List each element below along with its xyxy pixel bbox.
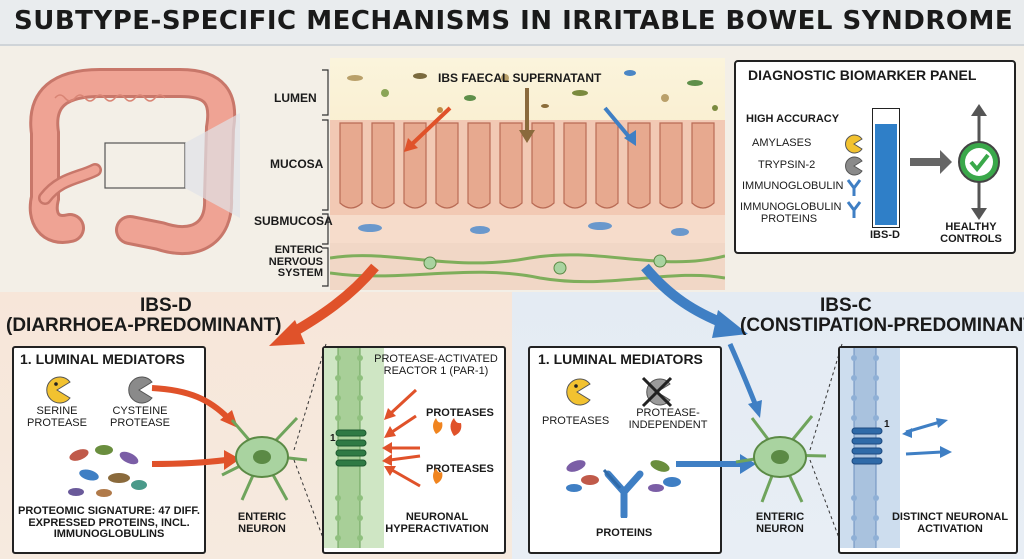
ibs-c-membrane [840, 348, 900, 548]
ibs-d-proteases-label-2: PROTEASES [426, 463, 494, 475]
ibs-d-bar [875, 124, 897, 225]
distinct-activation-label: DISTINCT NEURONAL ACTIVATION [891, 511, 1009, 535]
neuronal-hyperactivation-label: NEURONAL HYPERACTIVATION [385, 511, 489, 535]
ibs-c-proteins-label: PROTEINS [596, 527, 653, 539]
layer-label-ens: ENTERIC NERVOUS SYSTEM [268, 244, 323, 280]
protease-icon [566, 378, 591, 406]
bacteria-cluster [347, 70, 718, 113]
ibs-c-pathway-arrow [641, 263, 748, 338]
ibs-d-proteases-label-1: PROTEASES [426, 407, 494, 419]
ibs-c-mediators-box: 1. LUMINAL MEDIATORS PROTEASES PROTEASE-… [528, 346, 722, 554]
bar-label: IBS-D [870, 229, 900, 241]
flame-arrows [382, 388, 462, 488]
layer-brackets [322, 69, 329, 287]
biomarker-icons [845, 134, 863, 218]
par1-label: PROTEASE-ACTIVATED REACTOR 1 (PAR-1) [374, 353, 498, 377]
cysteine-protease-icon [128, 376, 153, 404]
page-title: SUBTYPE-SPECIFIC MECHANISMS IN IRRITABLE… [14, 6, 1014, 36]
ibs-c-neuron-label: ENTERIC NEURON [755, 511, 805, 535]
ibs-d-subtitle: (DIARRHOEA-PREDOMINANT) [6, 315, 282, 336]
title-bar: SUBTYPE-SPECIFIC MECHANISMS IN IRRITABLE… [0, 0, 1024, 46]
ibs-d-neuron-label: ENTERIC NEURON [237, 511, 287, 535]
protein-cluster-icon [68, 445, 147, 497]
biomarker-panel: DIAGNOSTIC BIOMARKER PANEL HIGH ACCURACY… [734, 60, 1016, 254]
ibs-c-enteric-neuron [735, 415, 827, 503]
protease-independent-icon [641, 376, 673, 408]
colon-illustration [28, 68, 240, 255]
biomarker-immunoglobulin: IMMUNOGLOBULIN [742, 180, 844, 192]
protein-antibody-icon [566, 460, 681, 518]
ibs-d-mediators-title: 1. LUMINAL MEDIATORS [20, 351, 185, 367]
layer-label-lumen: LUMEN [274, 91, 317, 105]
healthy-controls-label: HEALTHY CONTROLS [940, 221, 1002, 245]
biomarker-trypsin-2: TRYPSIN-2 [758, 159, 816, 171]
ibs-c-membrane-panel: 1 DISTINCT NEURONAL ACTIVATION [838, 346, 1018, 554]
ibs-c-title: IBS-C [820, 295, 872, 316]
ibs-c-receptor-number: 1 [884, 419, 890, 430]
ibs-d-title: IBS-D [140, 295, 192, 316]
biomarker-panel-title: DIAGNOSTIC BIOMARKER PANEL [748, 67, 977, 83]
ibs-d-pathway-arrow [269, 263, 379, 346]
ibs-c-mediators-title: 1. LUMINAL MEDIATORS [538, 351, 703, 367]
biomarker-high-accuracy: HIGH ACCURACY [746, 113, 840, 125]
ibs-c-mediator-arrows [676, 342, 762, 474]
ibs-c-proteases-label: PROTEASES [542, 415, 610, 427]
ibs-d-mediator-arrows [151, 385, 240, 470]
ibs-d-zoom-lines [293, 343, 327, 547]
tissue-cross-section [330, 58, 725, 290]
layer-label-mucosa: MUCOSA [270, 157, 324, 171]
ibs-d-bar-frame [872, 108, 900, 228]
supernatant-label: IBS FAECAL SUPERNATANT [438, 71, 602, 85]
ibs-d-membrane [324, 348, 384, 548]
ibs-c-signal-arrows [902, 418, 952, 458]
ibs-c-zoom-lines [809, 343, 843, 547]
cysteine-protease-label: CYSTEINE PROTEASE [110, 405, 170, 429]
biomarker-immunoglobulin-proteins: IMMUNOGLOBULIN PROTEINS [740, 201, 842, 225]
check-icon [910, 104, 1000, 220]
proteomic-signature-label: PROTEOMIC SIGNATURE: 47 DIFF. EXPRESSED … [18, 505, 200, 541]
serine-protease-icon [46, 376, 71, 404]
ibs-d-receptor-number: 1 [330, 433, 336, 444]
ibs-d-enteric-neuron [221, 416, 308, 501]
serine-protease-label: SERINE PROTEASE [27, 405, 87, 429]
ibs-d-membrane-panel: 1 PROTEASE-ACTIVATED REACTOR 1 (PAR-1) P… [322, 346, 506, 554]
ibs-d-mediators-box: 1. LUMINAL MEDIATORS SERINE PROTEASE CYS… [12, 346, 206, 554]
protease-independent-label: PROTEASE-INDEPENDENT [628, 407, 708, 431]
layer-label-submucosa: SUBMUCOSA [254, 214, 333, 228]
ibs-c-subtitle: (CONSTIPATION-PREDOMINANT) [740, 315, 1024, 336]
biomarker-amylases: AMYLASES [752, 137, 812, 149]
